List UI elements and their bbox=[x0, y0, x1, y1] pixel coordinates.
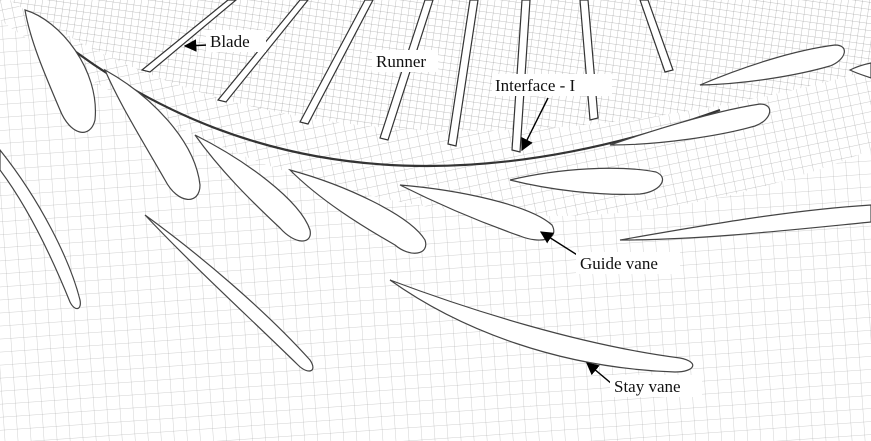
runner-label: Runner bbox=[376, 52, 426, 71]
interface-label: Interface - I bbox=[495, 76, 576, 95]
guide-vane-label: Guide vane bbox=[580, 254, 658, 273]
stay-vane-label: Stay vane bbox=[614, 377, 681, 396]
guide-vane-arrow bbox=[539, 231, 583, 259]
interface-arrow bbox=[521, 97, 549, 152]
annotations bbox=[183, 39, 613, 385]
stay-vane-arrow bbox=[586, 362, 613, 385]
blade-arrow bbox=[183, 39, 209, 52]
guide-vanes bbox=[24, 9, 871, 254]
blade-label: Blade bbox=[210, 32, 250, 51]
stay-vanes bbox=[0, 149, 871, 373]
